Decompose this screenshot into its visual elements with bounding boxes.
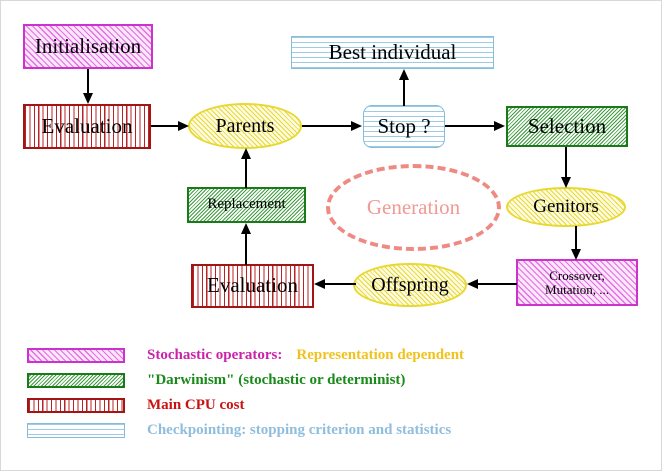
node-selection[interactable]: Selection <box>506 106 628 147</box>
arrow-initialisation-to-evaluation <box>83 69 94 105</box>
legend-label-representation-dependent: Representation dependent <box>296 347 465 363</box>
arrow-stop-to-selection <box>445 121 507 132</box>
legend-swatch-magenta-diagonal-hatch <box>27 348 125 363</box>
node-offspring[interactable]: Offspring <box>353 263 467 307</box>
node-crossover-mutation-label: Crossover, Mutation, ... <box>545 268 609 297</box>
node-crossover-mutation[interactable]: Crossover, Mutation, ... <box>516 259 638 306</box>
arrow-parents-to-stop <box>302 121 364 132</box>
legend-row: Checkpointing: stopping criterion and st… <box>27 418 464 443</box>
node-replacement-label: Replacement <box>207 196 286 213</box>
legend-label-darwinism: "Darwinism" (stochastic or determinist) <box>147 372 406 388</box>
node-stop-label: Stop ? <box>377 113 431 138</box>
arrow-replacement-to-parents <box>241 148 252 188</box>
generation-loop-label: Generation <box>366 195 461 219</box>
legend-label-main-cpu-cost: Main CPU cost <box>147 397 245 413</box>
node-offspring-label: Offspring <box>371 273 449 296</box>
node-evaluation-top-label: Evaluation <box>41 113 133 138</box>
legend-swatch-red-vertical-hatch <box>27 398 125 413</box>
arrow-selection-to-genitors <box>561 147 572 189</box>
legend-row: "Darwinism" (stochastic or determinist) <box>27 368 464 393</box>
legend: Stochastic operators: Representation dep… <box>27 343 464 443</box>
arrow-evaluation-to-replacement <box>241 223 252 265</box>
generation-loop-annotation: Generation <box>326 164 501 251</box>
node-initialisation[interactable]: Initialisation <box>23 24 153 69</box>
legend-swatch-blue-horizontal-hatch <box>27 423 125 438</box>
node-evaluation-top[interactable]: Evaluation <box>23 104 151 149</box>
node-initialisation-label: Initialisation <box>34 33 142 58</box>
node-best-individual-label: Best individual <box>328 39 457 64</box>
node-genitors[interactable]: Genitors <box>506 187 626 227</box>
legend-row: Stochastic operators: Representation dep… <box>27 343 464 368</box>
arrow-genitors-to-crossover <box>571 226 582 261</box>
arrow-evaluation-to-parents <box>151 121 191 132</box>
node-replacement[interactable]: Replacement <box>187 187 306 223</box>
legend-label-stochastic-operators: Stochastic operators: <box>147 347 283 363</box>
node-best-individual[interactable]: Best individual <box>291 36 494 69</box>
node-evaluation-bottom[interactable]: Evaluation <box>191 264 314 308</box>
node-parents[interactable]: Parents <box>188 103 302 149</box>
node-selection-label: Selection <box>527 113 607 138</box>
arrow-stop-to-best-individual <box>399 69 410 106</box>
node-stop[interactable]: Stop ? <box>363 105 445 148</box>
arrow-offspring-to-evaluation <box>314 279 356 290</box>
node-genitors-label: Genitors <box>533 196 599 218</box>
legend-swatch-green-diagonal-hatch <box>27 373 125 388</box>
node-parents-label: Parents <box>215 114 275 137</box>
legend-row: Main CPU cost <box>27 393 464 418</box>
node-evaluation-bottom-label: Evaluation <box>207 273 298 298</box>
arrow-crossover-to-offspring <box>467 279 517 290</box>
legend-label-checkpointing: Checkpointing: stopping criterion and st… <box>147 422 452 438</box>
